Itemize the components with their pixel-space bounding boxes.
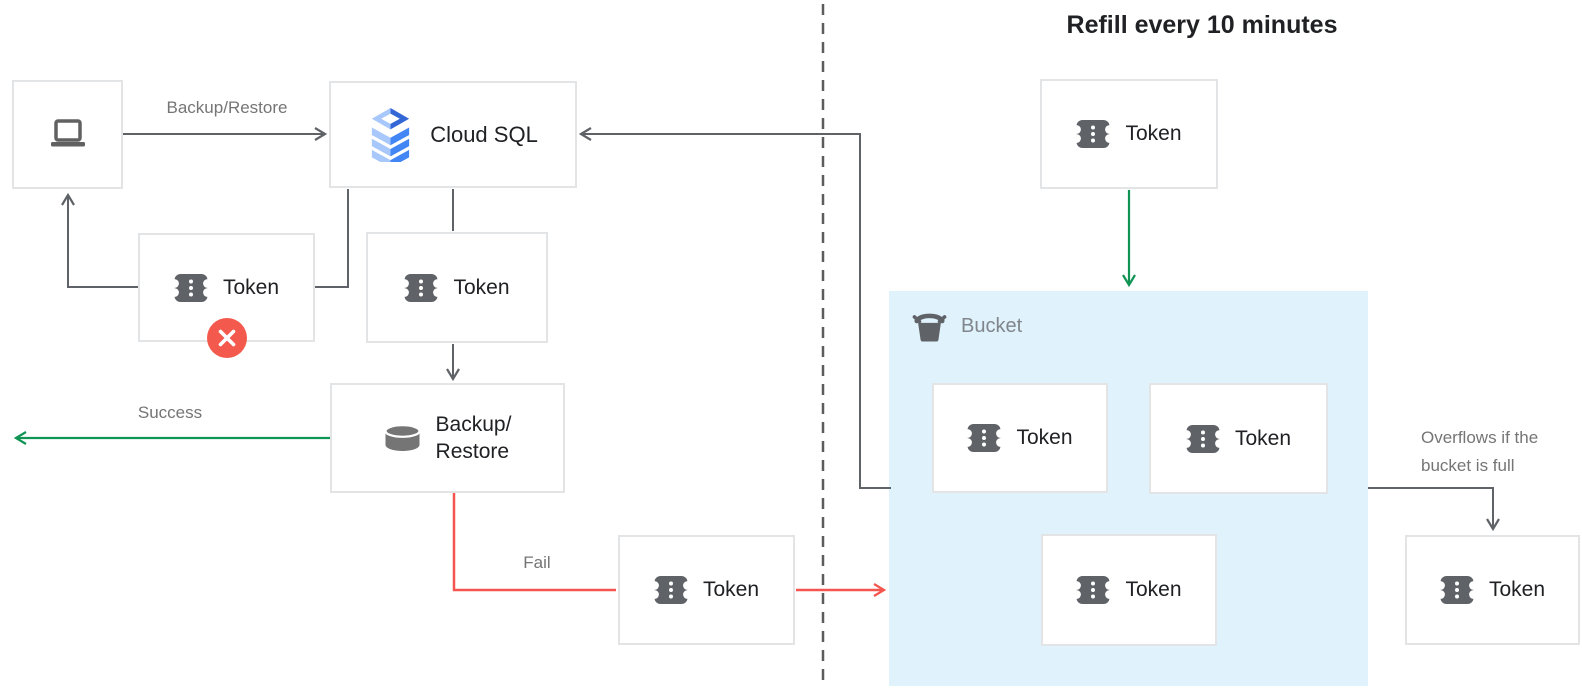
x-circle-icon <box>218 329 235 347</box>
token-label: Token <box>1234 426 1292 450</box>
token-overflow-node: Token <box>1405 535 1580 645</box>
token-icon <box>174 273 208 303</box>
edge-label-success: Success <box>137 403 203 422</box>
token-consumed-node: Token <box>366 232 548 343</box>
backup-line1: Backup/ <box>435 413 512 436</box>
backup-restore-node: Backup/ Restore <box>330 383 565 493</box>
edge-bucket-to-cloudsql <box>581 134 891 489</box>
backup-line2: Restore <box>435 440 510 463</box>
refill-title: Refill every 10 minutes <box>1066 11 1338 39</box>
cloud-sql-node: Cloud SQL <box>329 81 577 188</box>
token-icon <box>1076 575 1110 605</box>
error-badge <box>206 318 247 358</box>
cloud-sql-icon <box>368 108 413 162</box>
token-label: Token <box>1488 578 1546 601</box>
edge-token-to-client <box>68 195 138 288</box>
token-icon <box>1440 575 1474 605</box>
token-icon <box>654 575 688 605</box>
token-fail-node: Token <box>618 535 795 645</box>
edge-label-fail: Fail <box>523 553 551 572</box>
client-node <box>12 80 123 189</box>
edge-fail <box>452 493 616 592</box>
edge-label-backup-restore: Backup/Restore <box>166 98 288 117</box>
token-icon <box>1076 119 1110 149</box>
edge-token-to-cloudsql-link <box>315 189 349 288</box>
token-icon <box>1186 424 1220 454</box>
laptop-icon <box>48 118 88 152</box>
overflow-line2: bucket is full <box>1421 456 1515 475</box>
token-label: Token <box>1125 578 1182 601</box>
token-refill-node: Token <box>1040 79 1218 189</box>
bucket-label: Bucket <box>961 315 1023 337</box>
bucket-header: Bucket <box>911 311 1022 342</box>
bucket-token-3: Token <box>1041 534 1217 646</box>
cloud-sql-label: Cloud SQL <box>430 121 538 147</box>
database-icon <box>384 424 421 452</box>
token-icon <box>404 273 438 303</box>
token-rejected-node: Token <box>138 233 315 358</box>
bucket-token-1: Token <box>932 383 1108 493</box>
token-label: Token <box>702 578 760 601</box>
token-icon <box>967 423 1001 453</box>
token-label: Token <box>1016 426 1073 449</box>
edge-label-overflow: Overflows if the bucket is full <box>1421 424 1538 480</box>
backup-restore-label: Backup/ Restore <box>436 411 512 465</box>
overflow-line1: Overflows if the <box>1421 428 1539 447</box>
token-label: Token <box>453 275 510 299</box>
bucket-token-2: Token <box>1149 383 1328 494</box>
token-label: Token <box>222 275 280 299</box>
token-label: Token <box>1125 122 1182 145</box>
edge-bucket-overflow <box>1368 487 1493 529</box>
